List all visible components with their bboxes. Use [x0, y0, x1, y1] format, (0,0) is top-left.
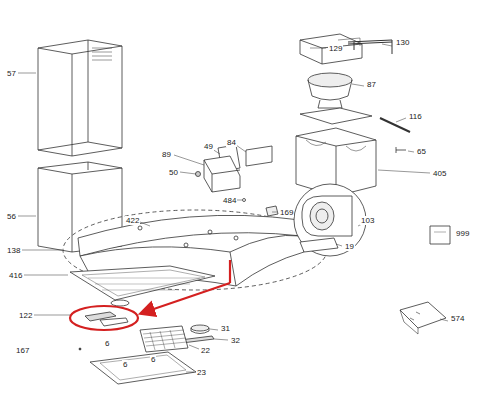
- callout-number: 6: [122, 360, 128, 369]
- callout-number: 89: [161, 150, 172, 159]
- callout-number: 49: [203, 142, 214, 151]
- callout-number: 31: [220, 324, 231, 333]
- callout-number: 87: [366, 80, 377, 89]
- callout-number: 6: [104, 339, 110, 348]
- callout-number: 103: [360, 216, 375, 225]
- callout-number: 999: [455, 229, 470, 238]
- callout-number: 32: [230, 336, 241, 345]
- callout-number: 129: [328, 44, 343, 53]
- callout-number: 416: [8, 271, 23, 280]
- callout-number: 56: [6, 212, 17, 221]
- callout-number: 84: [226, 138, 237, 147]
- callout-number: 122: [18, 311, 33, 320]
- callout-number: 116: [408, 112, 423, 121]
- callout-number: 57: [6, 69, 17, 78]
- callout-number: 22: [200, 346, 211, 355]
- callout-number: 19: [344, 242, 355, 251]
- callout-number: 6: [150, 355, 156, 364]
- callout-number: 484: [222, 196, 237, 205]
- callout-number: 23: [196, 368, 207, 377]
- callout-number: 169: [279, 208, 294, 217]
- callout-number: 422: [125, 216, 140, 225]
- callout-number: 574: [450, 314, 465, 323]
- callout-number: 50: [168, 168, 179, 177]
- callout-number: 130: [395, 38, 410, 47]
- callout-number: 405: [432, 169, 447, 178]
- callout-number: 167: [15, 346, 30, 355]
- callout-number: 138: [6, 246, 21, 255]
- callout-number: 65: [416, 147, 427, 156]
